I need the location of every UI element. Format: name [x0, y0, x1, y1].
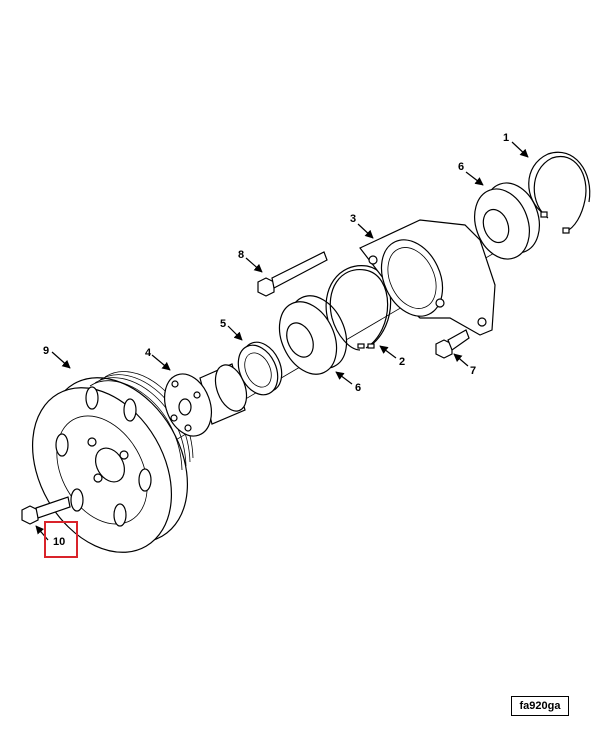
- callout-2: 2: [399, 356, 405, 368]
- mounting-bolt: [435, 329, 470, 359]
- callout-4: 4: [145, 347, 152, 359]
- hub: [164, 363, 248, 437]
- callout-9: 9: [43, 345, 49, 357]
- callout-3: 3: [350, 213, 356, 225]
- retaining-ring: [528, 151, 591, 234]
- callout-7: 7: [470, 365, 476, 377]
- callout-leaders: [35, 141, 529, 541]
- callout-10: 10: [53, 536, 65, 548]
- figure-id-label: fa920ga: [511, 696, 569, 716]
- bearing-rear: [474, 182, 540, 260]
- callout-6-rear: 6: [458, 161, 464, 173]
- bearing-housing: [359, 219, 496, 336]
- bearing-front: [278, 295, 348, 375]
- pulley: [31, 371, 194, 553]
- callout-1: 1: [503, 132, 509, 144]
- pulley-bolt: [21, 496, 71, 525]
- seal-ring: [237, 341, 283, 396]
- housing-bolt: [257, 251, 328, 297]
- callout-6-front: 6: [355, 382, 361, 394]
- callout-8: 8: [238, 249, 244, 261]
- callout-5: 5: [220, 318, 226, 330]
- snap-ring: [325, 265, 392, 351]
- callout-10-highlight-box: [44, 521, 78, 558]
